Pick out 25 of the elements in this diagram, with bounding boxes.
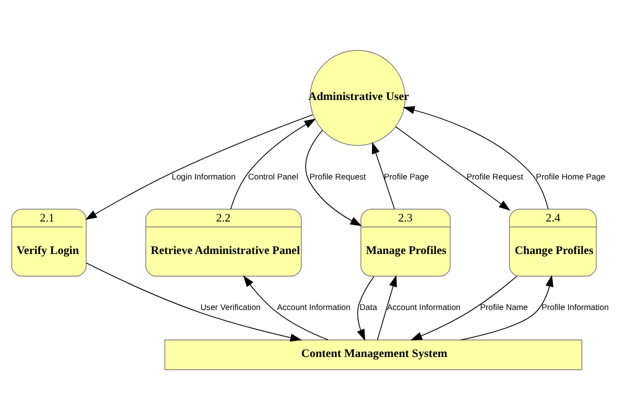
edge-label: Login Information	[172, 172, 236, 182]
arrow	[243, 275, 328, 340]
arrow	[403, 106, 549, 210]
arrow	[86, 262, 302, 342]
edge-label: Profile Home Page	[536, 172, 606, 182]
arrow	[305, 130, 362, 226]
arrow	[460, 275, 554, 340]
arrow	[230, 118, 316, 210]
edge-label: Profile Page	[384, 172, 429, 182]
edge-label: Profile Request	[466, 172, 524, 182]
edge-label: User Verification	[200, 303, 261, 312]
node-box: Content Management System	[164, 340, 582, 370]
edge-label: Profile Request	[309, 172, 366, 182]
edge-label: Data	[360, 303, 378, 312]
edge-label: Profile Name	[480, 303, 528, 312]
arrow	[85, 114, 314, 220]
arrow	[372, 142, 395, 210]
edge-label: Account Information	[276, 303, 350, 312]
edge-label: Control Panel	[248, 172, 298, 182]
arrow	[356, 276, 374, 341]
edge-label: Profile Information	[542, 303, 609, 312]
arrow	[395, 126, 510, 211]
arrow	[410, 276, 518, 340]
edge-label: Account Information	[387, 303, 461, 312]
arrow	[377, 275, 397, 340]
